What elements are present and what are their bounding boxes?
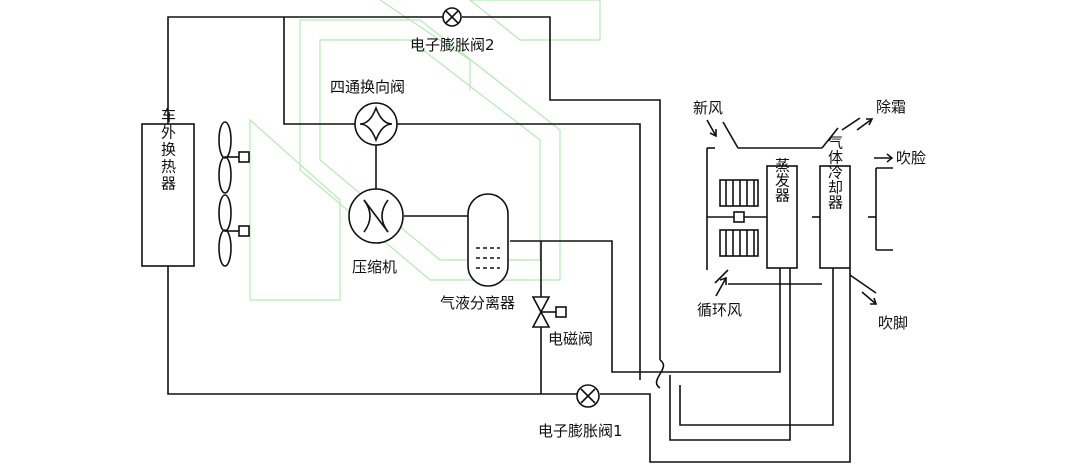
- hvac-duct: [706, 117, 893, 294]
- gas-cooler-label: 气体冷却器: [826, 135, 844, 210]
- separator-label: 气液分离器: [440, 294, 515, 312]
- defrost-label: 除霜: [876, 98, 906, 116]
- expansion-valve-2: 电子膨胀阀2: [410, 7, 495, 54]
- four-way-valve-icon: [354, 102, 398, 146]
- gas-cooler: 气体冷却器: [819, 135, 851, 269]
- outside-heat-exchanger: 车外换热器: [141, 108, 195, 267]
- foot-label: 吹脚: [878, 314, 908, 332]
- evaporator-label: 蒸发器: [773, 158, 791, 203]
- gas-liquid-separator: 气液分离器: [440, 193, 515, 312]
- circle-x-icon: [576, 384, 600, 408]
- air-flow-labels: 新风 循环风 除霜 吹脸 吹脚: [693, 98, 926, 332]
- expansion-valve-1: 电子膨胀阀1: [538, 384, 623, 440]
- compressor: 压缩机: [348, 188, 404, 276]
- propeller-fan-icon: [218, 194, 250, 267]
- eev1-label: 电子膨胀阀1: [538, 422, 623, 440]
- watermark-shapes: [249, 0, 601, 301]
- face-label: 吹脸: [896, 149, 926, 167]
- refrigerant-pipes: [167, 16, 851, 463]
- fresh-air-label: 新风: [693, 99, 723, 117]
- recirculation-label: 循环风: [697, 301, 742, 319]
- solenoid-label: 电磁阀: [548, 330, 593, 348]
- evaporator: 蒸发器: [766, 158, 798, 269]
- four-way-valve-label: 四通换向阀: [330, 78, 405, 96]
- solenoid-valve: 电磁阀: [531, 296, 593, 348]
- circle-x-icon: [442, 7, 462, 27]
- bowtie-valve-icon: [531, 296, 567, 328]
- compressor-label: 压缩机: [352, 258, 397, 276]
- outside-hx-label: 车外换热器: [159, 108, 177, 193]
- four-way-valve: 四通换向阀: [330, 78, 405, 146]
- eev2-label: 电子膨胀阀2: [410, 36, 495, 54]
- propeller-fan-icon: [218, 121, 250, 194]
- compressor-icon: [348, 188, 404, 244]
